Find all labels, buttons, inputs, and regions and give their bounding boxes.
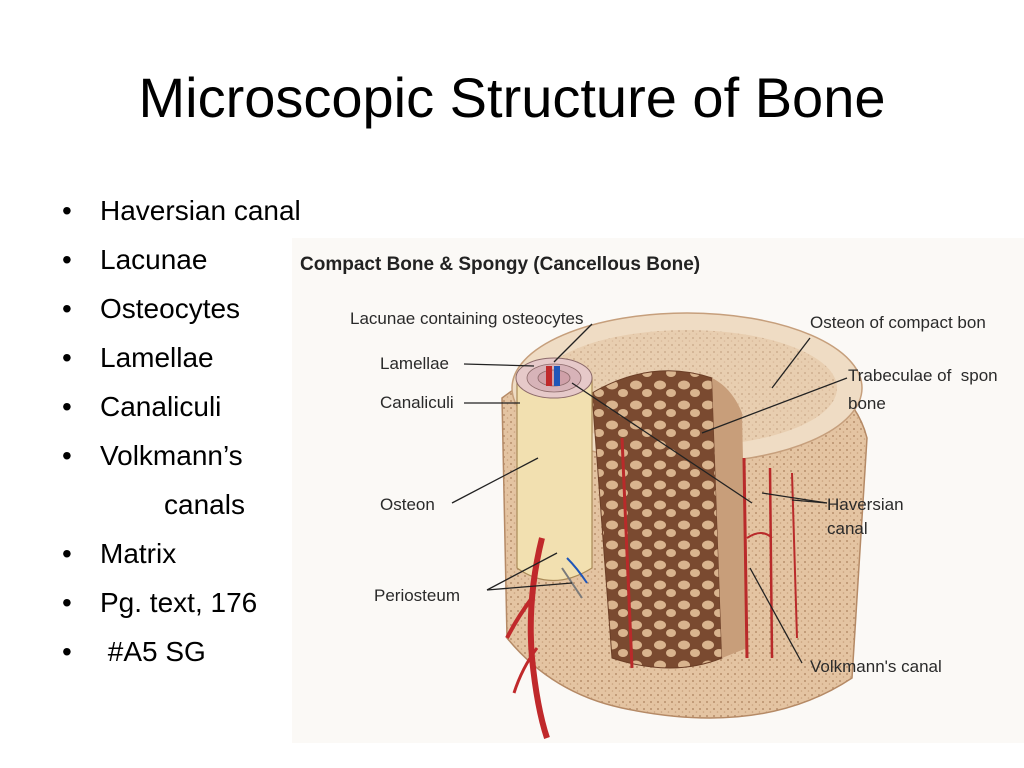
label-trabeculae-line2: bone <box>848 394 886 413</box>
bullet-dot-icon: • <box>62 244 72 275</box>
bullet-list: • Haversian canal • Lacunae • Osteocytes • L… <box>62 186 301 676</box>
label-lacunae: Lacunae containing osteocytes <box>350 309 583 328</box>
bullet-item: • Lacunae <box>62 235 301 284</box>
label-osteon: Osteon <box>380 495 435 514</box>
bullet-text: Volkmann’s <box>100 440 243 471</box>
label-lamellae: Lamellae <box>380 354 449 373</box>
label-trabeculae-line1: Trabeculae of spon <box>848 366 998 385</box>
label-haversian-line2: canal <box>827 519 868 538</box>
bullet-dot-icon: • <box>62 391 72 422</box>
bullet-dot-icon: • <box>62 342 72 373</box>
bullet-dot-icon: • <box>62 440 72 471</box>
label-canaliculi: Canaliculi <box>380 393 454 412</box>
bullet-item: • Matrix <box>62 529 301 578</box>
bullet-text: Pg. text, 176 <box>100 587 258 618</box>
bullet-text: Osteocytes <box>100 293 241 324</box>
bullet-dot-icon: • <box>62 293 72 324</box>
bone-diagram: Compact Bone & Spongy (Cancellous Bone) <box>292 238 1024 743</box>
bullet-item: • Canaliculi <box>62 382 301 431</box>
figure-title: Compact Bone & Spongy (Cancellous Bone) <box>300 254 700 275</box>
bullet-text: Canaliculi <box>100 391 222 422</box>
label-haversian-line1: Haversian <box>827 495 904 514</box>
bone-diagram-svg: Compact Bone & Spongy (Cancellous Bone) <box>300 254 998 739</box>
slide-title: Microscopic Structure of Bone <box>138 66 886 129</box>
bullet-dot-icon: • <box>62 587 72 618</box>
bullet-dot-icon: • <box>62 636 72 667</box>
bullet-text: Matrix <box>100 538 177 569</box>
bullet-item: • Pg. text, 176 <box>62 578 301 627</box>
bone-cylinder <box>501 312 868 719</box>
bullet-text: canals <box>164 489 245 520</box>
label-periosteum: Periosteum <box>374 586 460 605</box>
bullet-item: • Lamellae <box>62 333 301 382</box>
bullet-dot-icon: • <box>62 195 72 226</box>
bullet-text: #A5 SG <box>100 636 206 667</box>
leader-lines <box>451 323 848 664</box>
bullet-dot-icon: • <box>62 538 72 569</box>
bullet-text: Haversian canal <box>100 195 301 226</box>
bullet-item: • Haversian canal <box>62 186 301 235</box>
bullet-text: Lamellae <box>100 342 214 373</box>
label-volkmann: Volkmann's canal <box>810 657 942 676</box>
bullet-item: • Volkmann’s <box>62 431 301 480</box>
bullet-item: • #A5 SG <box>62 627 301 676</box>
osteon-cylinder <box>515 357 593 582</box>
bullet-text: Lacunae <box>100 244 208 275</box>
label-osteon-compact: Osteon of compact bon <box>810 313 986 332</box>
bullet-continuation: canals <box>62 480 301 529</box>
bullet-item: • Osteocytes <box>62 284 301 333</box>
